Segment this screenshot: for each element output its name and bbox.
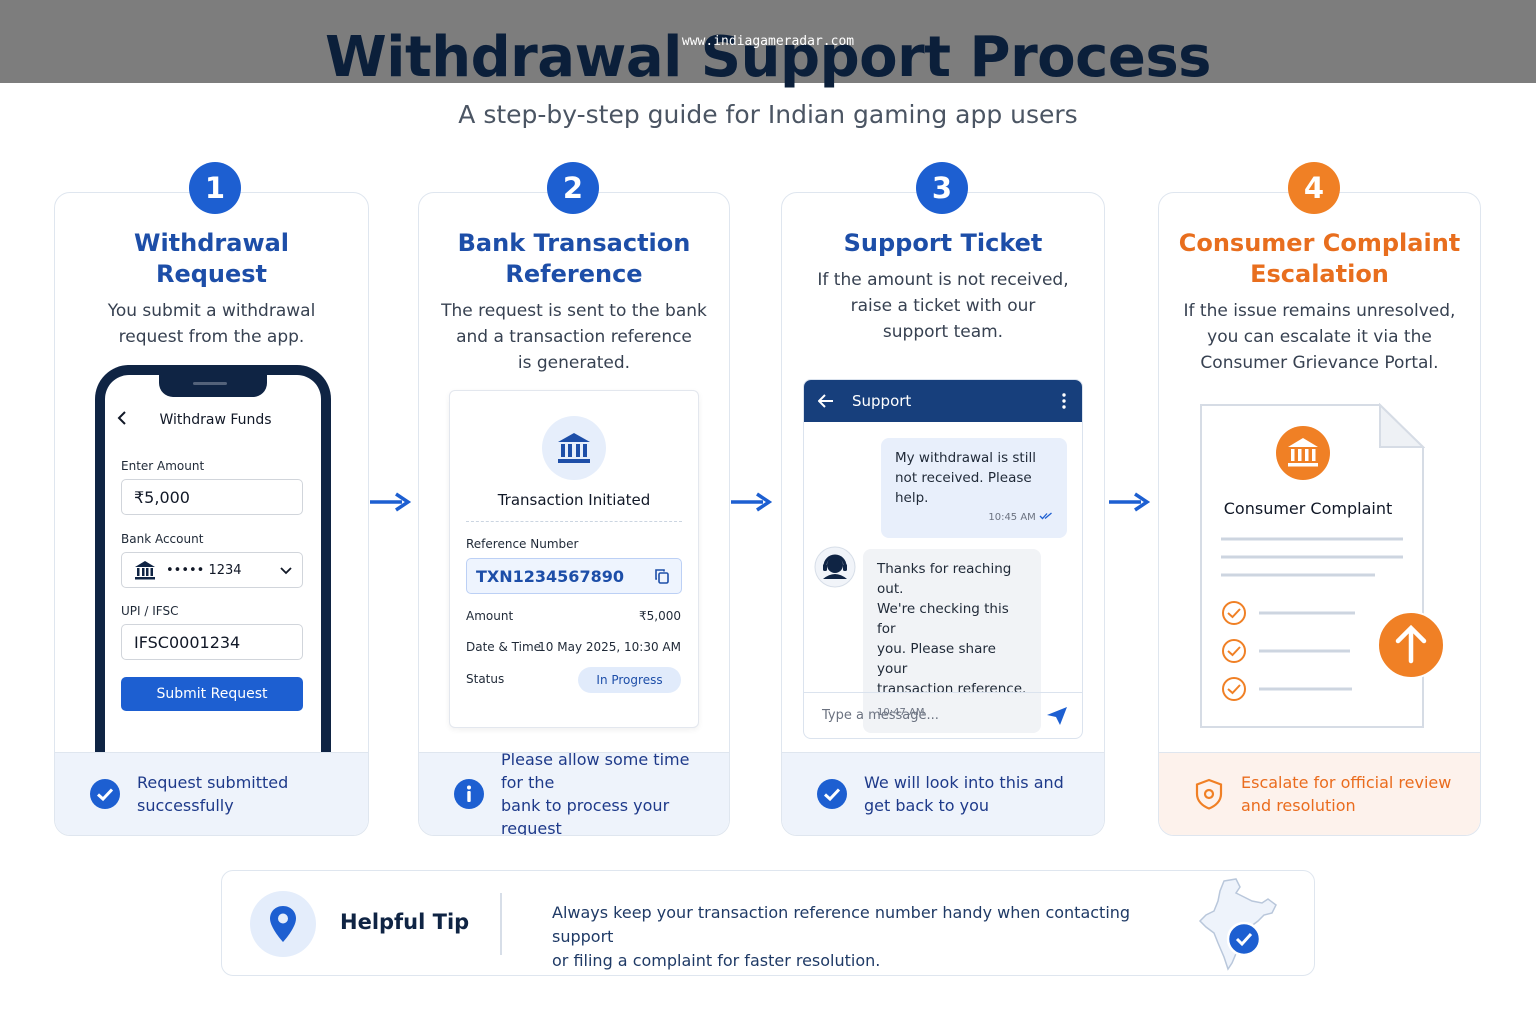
step-1-title: Withdrawal Request [133, 229, 290, 288]
escalate-up-arrow-icon [1377, 611, 1445, 679]
phone-notch [159, 375, 267, 397]
status-label: Status [466, 672, 505, 686]
agent-message: Thanks for reaching out. We're checking … [863, 549, 1041, 733]
step-2-card: Bank Transaction Reference The request i… [418, 192, 730, 836]
support-agent-avatar-icon [814, 546, 856, 588]
bank-icon [1276, 426, 1330, 480]
step-4-badge: 4 [1288, 162, 1340, 214]
reference-value: TXN1234567890 [476, 566, 624, 586]
page-title: Withdrawal Support Process [324, 25, 1212, 90]
phone-header: Withdraw Funds [117, 411, 272, 428]
arrow-right-icon [1109, 492, 1151, 512]
back-chevron-icon[interactable] [117, 411, 127, 425]
reference-label: Reference Number [466, 537, 579, 551]
amount-input[interactable]: ₹5,000 [121, 479, 303, 515]
step-2-footer: Please allow some time for the bank to p… [419, 750, 729, 835]
tip-icon-circle [250, 891, 316, 957]
step-2-description: The request is sent to the bank and a tr… [441, 301, 707, 373]
receipt-title: Transaction Initiated [497, 491, 651, 509]
check-circle-icon [817, 779, 847, 809]
submit-request-button[interactable]: Submit Request [121, 677, 303, 711]
arrow-right-icon [731, 492, 773, 512]
tip-divider [500, 893, 502, 955]
back-arrow-icon[interactable] [818, 394, 834, 408]
step-1-footer: Request submitted successfully [55, 752, 368, 835]
document-title: Consumer Complaint [1223, 499, 1393, 518]
location-pin-icon [270, 906, 296, 942]
document-icon [1200, 403, 1425, 728]
status-badge: In Progress [578, 667, 681, 693]
india-map-icon [1198, 878, 1277, 971]
bank-account-select[interactable]: ••••• 1234 [121, 552, 303, 588]
step-3-footer: We will look into this and get back to y… [782, 752, 1104, 835]
copy-icon[interactable] [654, 568, 670, 584]
arrow-right-icon [370, 492, 412, 512]
message-input[interactable]: Type a message... [804, 692, 1082, 738]
chat-header: Support [804, 380, 1082, 422]
complaint-document: Consumer Complaint [1199, 403, 1445, 729]
check-circle-icon [90, 779, 120, 809]
more-options-icon[interactable] [1062, 393, 1066, 409]
bank-icon [542, 416, 606, 480]
page-subtitle: A step-by-step guide for Indian gaming a… [458, 100, 1078, 129]
amount-label: Enter Amount [121, 459, 205, 473]
phone-mockup: Withdraw Funds Enter Amount ₹5,000 Bank … [95, 365, 331, 785]
step-1-footer-text: Request submitted successfully [137, 773, 289, 815]
transaction-receipt: Transaction Initiated Reference Number T… [449, 390, 699, 728]
step-4-card: Consumer Complaint Escalation If the iss… [1158, 192, 1481, 836]
amount-label: Amount [466, 609, 514, 623]
shield-icon [1195, 778, 1223, 810]
amount-value: ₹5,000 [639, 609, 681, 623]
user-message: My withdrawal is still not received. Ple… [881, 438, 1067, 538]
bank-icon [135, 561, 155, 580]
step-4-title: Consumer Complaint Escalation [1178, 229, 1461, 288]
send-icon[interactable] [1046, 706, 1068, 726]
support-chat-window: Support My withdrawal is still not recei… [803, 379, 1083, 739]
step-3-badge: 3 [916, 162, 968, 214]
step-3-description: If the amount is not received, raise a t… [817, 270, 1069, 342]
datetime-label: Date & Time [466, 640, 542, 654]
reference-number[interactable]: TXN1234567890 [466, 558, 682, 594]
step-4-description: If the issue remains unresolved, you can… [1183, 301, 1456, 373]
tip-title: Helpful Tip [340, 910, 470, 934]
tip-text: Always keep your transaction reference n… [552, 903, 1131, 970]
double-check-icon [1039, 512, 1052, 520]
ifsc-label: UPI / IFSC [121, 604, 179, 618]
phone-header-title: Withdraw Funds [159, 412, 272, 428]
step-2-footer-text: Please allow some time for the bank to p… [501, 750, 690, 836]
user-message-time: 10:45 AM [895, 508, 1053, 528]
step-3-title: Support Ticket [843, 229, 1043, 257]
info-icon [454, 779, 484, 809]
chat-title: Support [852, 392, 912, 410]
step-4-footer: Escalate for official review and resolut… [1159, 752, 1480, 835]
datetime-value: 10 May 2025, 10:30 AM [538, 640, 681, 654]
step-3-footer-text: We will look into this and get back to y… [864, 773, 1064, 815]
divider [466, 521, 682, 522]
step-2-title: Bank Transaction Reference [457, 229, 691, 288]
step-4-footer-text: Escalate for official review and resolut… [1241, 773, 1452, 815]
agent-message-time: 10:47 AM [877, 707, 925, 718]
top-banner [0, 0, 1536, 83]
chevron-down-icon [280, 567, 292, 575]
step-1-description: You submit a withdrawal request from the… [107, 301, 316, 347]
step-3-card: Support Ticket If the amount is not rece… [781, 192, 1105, 836]
bank-account-label: Bank Account [121, 532, 204, 546]
bank-account-value: ••••• 1234 [166, 562, 242, 578]
message-placeholder: Type a message... [822, 708, 939, 723]
step-1-badge: 1 [189, 162, 241, 214]
step-1-card: Withdrawal Request You submit a withdraw… [54, 192, 369, 836]
helpful-tip-panel: Helpful Tip Always keep your transaction… [221, 870, 1315, 976]
ifsc-input[interactable]: IFSC0001234 [121, 624, 303, 660]
site-url: www.indiagameradar.com [681, 34, 855, 49]
step-2-badge: 2 [547, 162, 599, 214]
